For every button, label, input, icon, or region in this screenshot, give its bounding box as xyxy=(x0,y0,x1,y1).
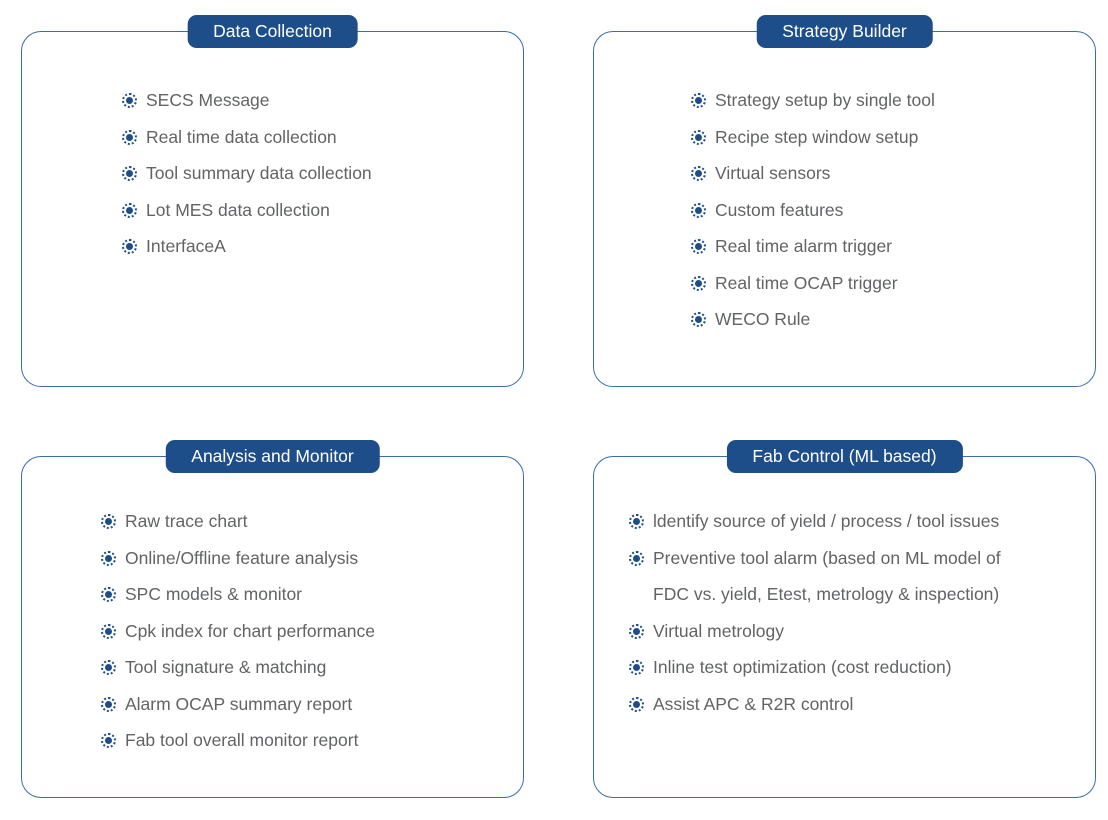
list-item-label: Recipe step window setup xyxy=(715,126,919,147)
feature-list: ldentify source of yield / process / too… xyxy=(594,457,1095,722)
target-bullet-icon xyxy=(122,166,137,181)
list-item: Alarm OCAP summary report xyxy=(101,686,523,723)
list-item: Tool signature & matching xyxy=(101,649,523,686)
list-item-label: Raw trace chart xyxy=(125,511,248,531)
list-item: Cpk index for chart performance xyxy=(101,613,523,650)
target-bullet-icon xyxy=(101,696,116,712)
target-bullet-icon xyxy=(691,93,706,108)
feature-list: Raw trace chart Online/Offline feature a… xyxy=(22,457,523,759)
list-item: Preventive tool alarm (based on ML model… xyxy=(629,540,1095,613)
list-item-label: Strategy setup by single tool xyxy=(715,90,935,110)
target-bullet-icon xyxy=(691,202,706,218)
list-item-label: Online/Offline feature analysis xyxy=(125,547,359,568)
panel-data-collection: Data Collection SECS Message Real time d… xyxy=(21,14,524,387)
panel-title-badge: Analysis and Monitor xyxy=(165,439,380,473)
list-item-text-line-1: Preventive tool alarm (based on ML model… xyxy=(653,547,1001,568)
feature-list: Strategy setup by single tool Recipe ste… xyxy=(594,32,1095,338)
list-item-label: WECO Rule xyxy=(715,309,811,329)
list-item-label: Lot MES data collection xyxy=(146,199,330,220)
list-item: SPC models & monitor xyxy=(101,576,523,613)
list-item: Real time data collection xyxy=(122,119,523,156)
list-item: Assist APC & R2R control xyxy=(629,686,1095,723)
list-item: Strategy setup by single tool xyxy=(691,82,1095,119)
feature-list: SECS Message Real time data collection T… xyxy=(22,32,523,265)
list-item-text-line-2: FDC vs. yield, Etest, metrology & inspec… xyxy=(653,584,1000,604)
list-item-label: Assist APC & R2R control xyxy=(653,693,854,714)
target-bullet-icon xyxy=(691,129,706,145)
target-bullet-icon xyxy=(122,93,137,108)
list-item: SECS Message xyxy=(122,82,523,119)
target-bullet-icon xyxy=(122,239,137,254)
list-item-label: Real time OCAP trigger xyxy=(715,272,898,293)
list-item-label: Real time alarm trigger xyxy=(715,236,892,256)
list-item-label: ldentify source of yield / process / too… xyxy=(653,511,1000,531)
panel-title-badge: Strategy Builder xyxy=(756,14,933,48)
panel-fab-control-ml-based: Fab Control (ML based) ldentify source o… xyxy=(593,439,1096,798)
panel-title-badge: Data Collection xyxy=(187,14,358,48)
list-item: Custom features xyxy=(691,192,1095,229)
list-item-label: Fab tool overall monitor report xyxy=(125,730,359,750)
list-item: WECO Rule xyxy=(691,301,1095,338)
panel-strategy-builder: Strategy Builder Strategy setup by singl… xyxy=(593,14,1096,387)
list-item-label: Virtual metrology xyxy=(653,620,784,641)
list-item: Inline test optimization (cost reduction… xyxy=(629,649,1095,686)
list-item: Virtual metrology xyxy=(629,613,1095,650)
target-bullet-icon xyxy=(629,623,644,639)
list-item: Tool summary data collection xyxy=(122,155,523,192)
list-item-label: Custom features xyxy=(715,199,844,220)
list-item: Real time alarm trigger xyxy=(691,228,1095,265)
target-bullet-icon xyxy=(629,514,644,529)
list-item-label: Inline test optimization (cost reduction… xyxy=(653,657,952,677)
target-bullet-icon xyxy=(101,587,116,602)
list-item: InterfaceA xyxy=(122,228,523,265)
list-item: Raw trace chart xyxy=(101,503,523,540)
list-item-label: Cpk index for chart performance xyxy=(125,620,375,641)
target-bullet-icon xyxy=(101,660,116,675)
list-item-label: SECS Message xyxy=(146,90,270,110)
target-bullet-icon xyxy=(101,550,116,566)
list-item-label: Real time data collection xyxy=(146,126,337,147)
target-bullet-icon xyxy=(122,202,137,218)
list-item-label: Tool summary data collection xyxy=(146,163,372,183)
target-bullet-icon xyxy=(629,550,644,566)
list-item: Lot MES data collection xyxy=(122,192,523,229)
list-item: Virtual sensors xyxy=(691,155,1095,192)
target-bullet-icon xyxy=(691,275,706,291)
list-item-label: Preventive tool alarm (based on ML model… xyxy=(653,540,1001,613)
target-bullet-icon xyxy=(691,239,706,254)
target-bullet-icon xyxy=(691,166,706,181)
target-bullet-icon xyxy=(629,696,644,712)
list-item-label: Alarm OCAP summary report xyxy=(125,693,353,714)
target-bullet-icon xyxy=(629,660,644,675)
list-item: Fab tool overall monitor report xyxy=(101,722,523,759)
target-bullet-icon xyxy=(101,623,116,639)
target-bullet-icon xyxy=(101,514,116,529)
list-item: ldentify source of yield / process / too… xyxy=(629,503,1095,540)
list-item-label: SPC models & monitor xyxy=(125,584,303,604)
list-item: Real time OCAP trigger xyxy=(691,265,1095,302)
list-item: Online/Offline feature analysis xyxy=(101,540,523,577)
list-item-label: Virtual sensors xyxy=(715,163,831,183)
target-bullet-icon xyxy=(122,129,137,145)
target-bullet-icon xyxy=(691,312,706,327)
list-item-label: Tool signature & matching xyxy=(125,657,327,677)
panel-analysis-and-monitor: Analysis and Monitor Raw trace chart Onl… xyxy=(21,439,524,798)
list-item-label: InterfaceA xyxy=(146,236,226,256)
panel-title-badge: Fab Control (ML based) xyxy=(726,439,963,473)
target-bullet-icon xyxy=(101,733,116,748)
list-item: Recipe step window setup xyxy=(691,119,1095,156)
